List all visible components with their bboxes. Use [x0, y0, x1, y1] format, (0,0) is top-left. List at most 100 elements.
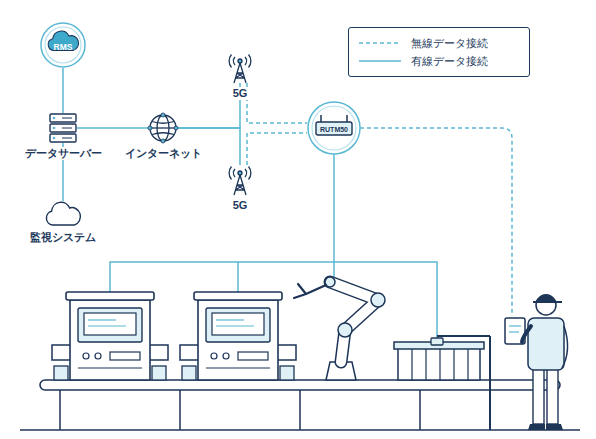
- server-led: [53, 137, 56, 140]
- pallet-part-part: [453, 349, 454, 380]
- cloud-shape: [46, 202, 80, 225]
- tower-icon: [227, 53, 253, 83]
- legend-row: 無線データ接続: [359, 36, 519, 51]
- node-label: 監視システム: [28, 231, 98, 244]
- node-label: データサーバー: [23, 147, 104, 160]
- conveyor-part: [40, 380, 560, 390]
- router-antennas: [321, 115, 347, 122]
- server-unit: [50, 124, 76, 132]
- pallet-part-part: [425, 349, 426, 380]
- conveyor-part-part: [179, 390, 181, 430]
- cloud-shape: [48, 31, 78, 50]
- inner-ring: [45, 27, 81, 63]
- camera-mount-part: [437, 335, 490, 337]
- globe-outline: [150, 115, 176, 141]
- network-wires-part: [333, 154, 335, 262]
- wireless-link: [247, 133, 307, 165]
- robot-arm-part: [371, 293, 385, 307]
- radio-waves: [229, 55, 251, 68]
- node-title: RMS: [54, 43, 73, 52]
- tower-antenna: [238, 59, 242, 63]
- robot-arm-part: [330, 282, 378, 362]
- globe-dot: [161, 113, 165, 117]
- router-node: RUTM50: [307, 101, 361, 155]
- robot-arm-part: [294, 284, 326, 298]
- conveyor: [40, 380, 560, 430]
- node-label: 5G: [231, 87, 250, 100]
- inner-ring: [312, 106, 356, 150]
- pallet-part-part: [411, 349, 412, 380]
- worker-part: [509, 325, 521, 326]
- globe-icon: インターネット: [148, 113, 178, 143]
- legend-row: 有線データ接続: [359, 54, 519, 69]
- worker-part: [522, 326, 531, 342]
- robot-arm-part: [330, 282, 378, 362]
- tower-mast: [234, 63, 246, 83]
- cloud-icon: 監視システム: [44, 201, 82, 227]
- legend-text: 無線データ接続: [411, 36, 488, 51]
- conveyor-part-part: [419, 390, 421, 430]
- tower-mast: [234, 175, 246, 195]
- globe-dot: [148, 126, 152, 130]
- network-wires-part: [237, 262, 239, 292]
- cell-tower: 5G: [227, 165, 253, 195]
- legend-line: [359, 42, 401, 44]
- router-body: [316, 122, 352, 135]
- server-slot: [62, 128, 72, 129]
- worker-part: [536, 295, 556, 315]
- worker-part: [528, 318, 564, 370]
- worker-part: [509, 331, 519, 332]
- worker-part: [533, 366, 544, 424]
- pallet-part: [398, 348, 480, 380]
- network-wires-part: [360, 128, 512, 316]
- robot-arm: [294, 277, 385, 380]
- legend-text: 有線データ接続: [411, 54, 488, 69]
- camera-mount-part: [489, 336, 491, 430]
- outer-ring: [308, 102, 360, 154]
- wireless-link: [247, 83, 307, 123]
- pallet-part-part: [439, 349, 440, 380]
- robot-arm-part: [338, 323, 352, 337]
- server-slot: [62, 138, 72, 139]
- camera-mount: [431, 336, 490, 430]
- outer-ring: [41, 23, 85, 67]
- legend-sample: [359, 39, 401, 47]
- wired-link: [62, 68, 64, 113]
- pallet: [394, 342, 484, 380]
- server-icon: [49, 113, 77, 143]
- cloud-service: RMS: [40, 22, 86, 68]
- cloud-icon: [44, 201, 82, 227]
- conveyor-part-part: [59, 390, 61, 430]
- node-label: インターネット: [123, 147, 204, 160]
- worker-part: [528, 424, 563, 430]
- cell-tower: 5G: [227, 53, 253, 83]
- globe-icon: [148, 113, 178, 143]
- server-unit: [50, 114, 76, 122]
- globe-dot: [174, 126, 178, 130]
- server-icon: データサーバー: [49, 113, 77, 143]
- legend-box: 無線データ接続有線データ接続: [348, 27, 530, 77]
- conveyor-part: [60, 390, 540, 430]
- server-slot: [62, 118, 72, 119]
- worker-part: [562, 326, 568, 368]
- globe-dot: [161, 139, 165, 143]
- node-label: 5G: [231, 199, 250, 212]
- worker-part: [547, 366, 558, 424]
- legend-line: [359, 60, 401, 62]
- worker-part: [535, 294, 557, 302]
- machine: [52, 292, 168, 380]
- node-title: RUTM50: [320, 126, 348, 133]
- wired-link: [77, 127, 148, 129]
- network-wires: [110, 128, 512, 338]
- globe-equator: [150, 127, 176, 128]
- legend-sample: [359, 57, 401, 65]
- tower-antenna: [238, 171, 242, 175]
- server-led: [53, 117, 56, 120]
- pallet-part-part: [467, 349, 468, 380]
- worker-part: [533, 301, 562, 303]
- tower-icon: [227, 165, 253, 195]
- pallet-part: [412, 349, 468, 380]
- radio-waves: [229, 167, 251, 180]
- machine: [180, 292, 296, 380]
